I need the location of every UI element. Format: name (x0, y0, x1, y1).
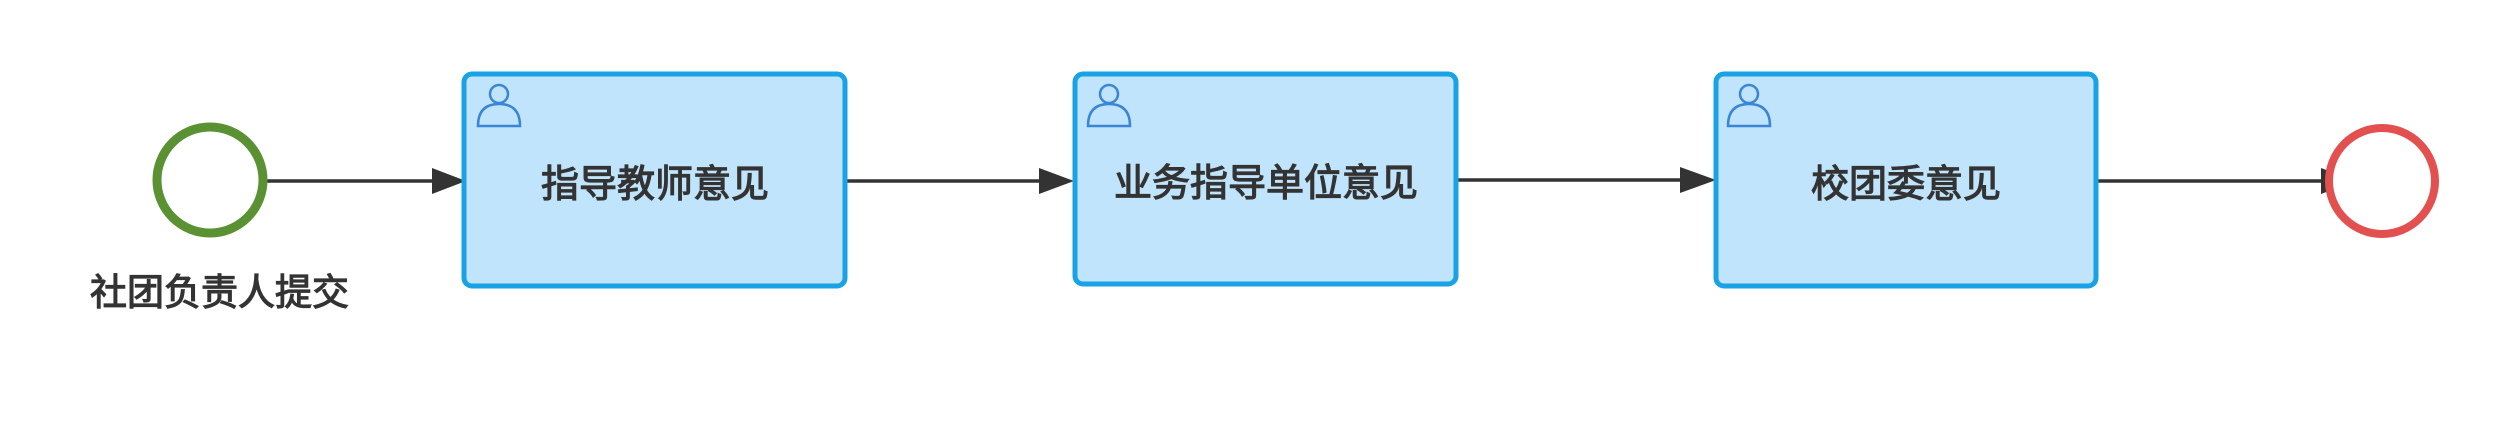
start-event[interactable]: 社团负责人提交 (90, 122, 349, 314)
sequence-flows (267, 167, 2356, 194)
task-1-label: 指导教师意见 (541, 162, 769, 206)
end-event[interactable] (2325, 124, 2439, 238)
task-1[interactable]: 指导教师意见 (461, 71, 848, 289)
task-2-box[interactable] (1072, 71, 1459, 287)
task-1-box[interactable] (461, 71, 848, 289)
task-3-box[interactable] (1713, 71, 2099, 289)
task-2[interactable]: 业务指导单位意见 (1072, 71, 1459, 287)
arrow-task-1-to-task-2 (1039, 168, 1074, 194)
task-2-label: 业务指导单位意见 (1114, 161, 1418, 205)
start-event-label: 社团负责人提交 (90, 271, 349, 314)
arrow-task-2-to-task-3 (1680, 167, 1716, 193)
arrow-start-to-task-1 (432, 168, 466, 194)
task-3-label: 校团委意见 (1811, 162, 2001, 206)
end-event-circle[interactable] (2325, 124, 2439, 238)
user-icon (476, 83, 522, 128)
user-icon (1726, 83, 1772, 128)
start-event-circle[interactable] (152, 122, 268, 238)
task-3[interactable]: 校团委意见 (1713, 71, 2099, 289)
user-icon (1086, 83, 1132, 128)
